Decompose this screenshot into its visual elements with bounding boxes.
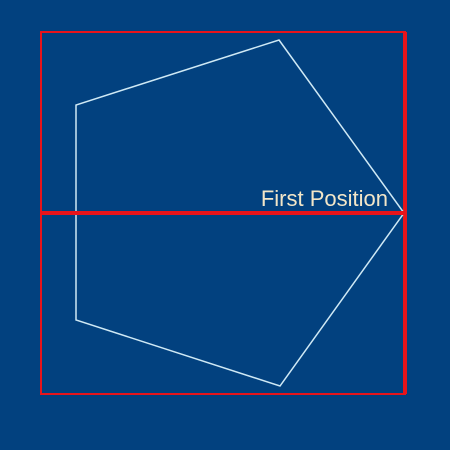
first-position-label: First Position xyxy=(261,186,388,211)
pentagon-outline xyxy=(75,39,405,387)
